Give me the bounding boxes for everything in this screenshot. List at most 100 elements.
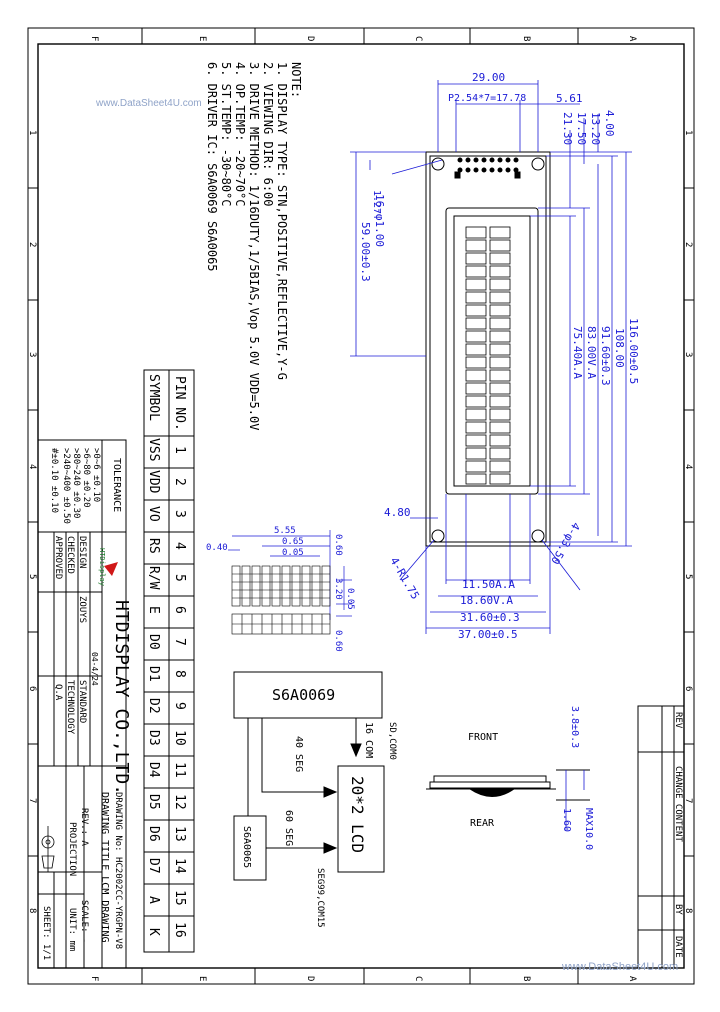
dim-060a: 0.60 <box>333 534 343 556</box>
pin-number: 14 <box>172 858 187 874</box>
frame-row-number: 5 <box>27 574 37 579</box>
frame-row-number: 1 <box>683 130 693 135</box>
dim-r275: 4-R1.75 <box>387 555 421 602</box>
dim-116: 116.00±0.5 <box>627 318 640 384</box>
note-line: 1. DISPLAY TYPE: STN,POSITIVE,REFLECTIVE… <box>275 62 289 380</box>
dim-108: 108.00 <box>613 328 626 368</box>
pin-symbol: D7 <box>146 858 161 874</box>
drawing-no: DRAWING No: HC2002CC-YRGPN-V8 <box>113 792 123 949</box>
pin-symbol: D2 <box>146 698 161 714</box>
dim-060b: 0.60 <box>333 630 343 652</box>
side-view <box>426 769 590 801</box>
dim-hole350: 4-φ3.50 <box>548 520 582 567</box>
frame-col-letter: A <box>627 36 637 42</box>
pin-number: 4 <box>172 542 187 550</box>
drawing-unit: UNIT: mm <box>67 908 77 951</box>
tolerance-row: >80~240 ±0.30 <box>71 448 81 518</box>
drawing-title: DRAWING TITLE LCM DRAWING <box>99 792 110 943</box>
pin-symbol: D0 <box>146 634 161 650</box>
pin-symbol: VSS <box>146 438 161 461</box>
drawing-frame <box>27 27 695 985</box>
side-view-rear: REAR <box>470 818 495 829</box>
note-line: 5. ST.TEMP: -30~80°C <box>219 62 233 207</box>
projection-icon <box>41 826 55 872</box>
title-date-code: 04-4/24 <box>90 652 99 686</box>
note-line: 6. DRIVER IC: S6A0069 S6A0065 <box>205 62 219 272</box>
dim-max: MAX10.0 <box>583 808 594 850</box>
dim-59: 59.00±0.3 <box>359 222 372 282</box>
dim-040: 0.40 <box>206 543 228 553</box>
dim-186: 18.60V.A <box>460 594 513 607</box>
pin-number: 16 <box>172 922 187 938</box>
seg40-label: 40 SEG <box>293 736 304 772</box>
frame-col-letter: E <box>197 36 207 41</box>
dim-29: 29.00 <box>472 71 505 84</box>
frame-col-letter: D <box>305 36 315 41</box>
pin-number: 2 <box>172 478 187 486</box>
frame-col-letter: B <box>521 976 531 981</box>
frame-row-number: 4 <box>27 464 37 469</box>
pin-symbol: D6 <box>146 826 161 842</box>
pixel-detail: 5.55 0.65 0.05 0.40 0.60 3.20 0.05 0.60 <box>206 526 355 652</box>
pin-table-header-pin: PIN NO. <box>172 376 187 431</box>
dimension-lines <box>350 80 632 634</box>
pin-number: 13 <box>172 826 187 842</box>
frame-col-letter: C <box>413 36 423 41</box>
pin-symbol: D4 <box>146 762 161 778</box>
dim-400: 4.00 <box>603 110 616 137</box>
side-view-front: FRONT <box>468 732 498 743</box>
dim-561: 5.61 <box>556 92 583 105</box>
dim-38: 3.8±0.3 <box>569 706 580 748</box>
pin-symbol: RS <box>146 538 161 554</box>
note-line: 3. DRIVE METHOD: 1/16DUTY,1/5BIAS,Vop 5.… <box>247 62 261 430</box>
frame-col-letter: E <box>197 976 207 981</box>
pin-number: 12 <box>172 794 187 810</box>
com-range-label: SD,COM0 <box>387 722 397 760</box>
pin-number: 1 <box>172 446 187 454</box>
rev-table-by: BY <box>673 904 683 915</box>
pin-number: 5 <box>172 574 187 582</box>
title-technology: TECHNOLOGY <box>65 680 75 735</box>
tolerance-title: TOLERANCE <box>111 458 122 512</box>
dim-160: 1.60 <box>561 808 572 832</box>
frame-col-letter: F <box>89 976 99 981</box>
drawing-rev: REV.: A <box>79 808 89 847</box>
watermark-bottom: www.DataSheet4U.com <box>562 961 679 973</box>
dim-1750: 17.50 <box>575 112 588 145</box>
dim-pitch: P2.54*7=17.78 <box>448 93 526 104</box>
chip-main: S6A0069 <box>272 686 335 704</box>
pin-number: 3 <box>172 510 187 518</box>
dim-hole16: 16-φ1.00 <box>373 194 386 247</box>
char-cells <box>465 226 511 485</box>
frame-row-number: 2 <box>27 242 37 247</box>
pin-number: 7 <box>172 638 187 646</box>
pin-symbol: A <box>146 896 161 904</box>
tolerance-row: >240~400 ±0.50 <box>61 448 71 524</box>
seg-range-label: SEG99,COM15 <box>315 868 325 928</box>
frame-row-number: 7 <box>683 798 693 803</box>
pin-symbol: VO <box>146 506 161 522</box>
title-qa: Q.A <box>53 684 63 701</box>
pin-number: 10 <box>172 730 187 746</box>
note-line: 2. VIEWING DIR: 6:00 <box>261 62 275 207</box>
chip-ext: S6A0065 <box>241 826 252 868</box>
rev-table-rev: REV <box>673 712 683 729</box>
dim-916: 91.60±0.3 <box>599 326 612 386</box>
pin-symbol: R/W <box>146 566 161 590</box>
pin-symbol: E <box>146 606 161 614</box>
pin-symbol: D1 <box>146 666 161 682</box>
dim-320: 3.20 <box>333 578 343 600</box>
pin-symbol: D5 <box>146 794 161 810</box>
pin-table <box>143 369 195 953</box>
frame-row-number: 6 <box>27 686 37 691</box>
frame-col-letter: C <box>413 976 423 981</box>
frame-row-number: 3 <box>683 352 693 357</box>
rev-table-date: DATE <box>673 936 683 958</box>
dim-005a: 0.05 <box>282 548 304 558</box>
rev-table-change: CHANGE CONTENT <box>673 766 683 842</box>
dim-754: 75.40A.A <box>571 326 584 379</box>
dim-37: 37.00±0.5 <box>458 628 518 641</box>
frame-col-letter: A <box>627 976 637 982</box>
com16-label: 16 COM <box>363 722 374 758</box>
frame-row-number: 4 <box>683 464 693 469</box>
